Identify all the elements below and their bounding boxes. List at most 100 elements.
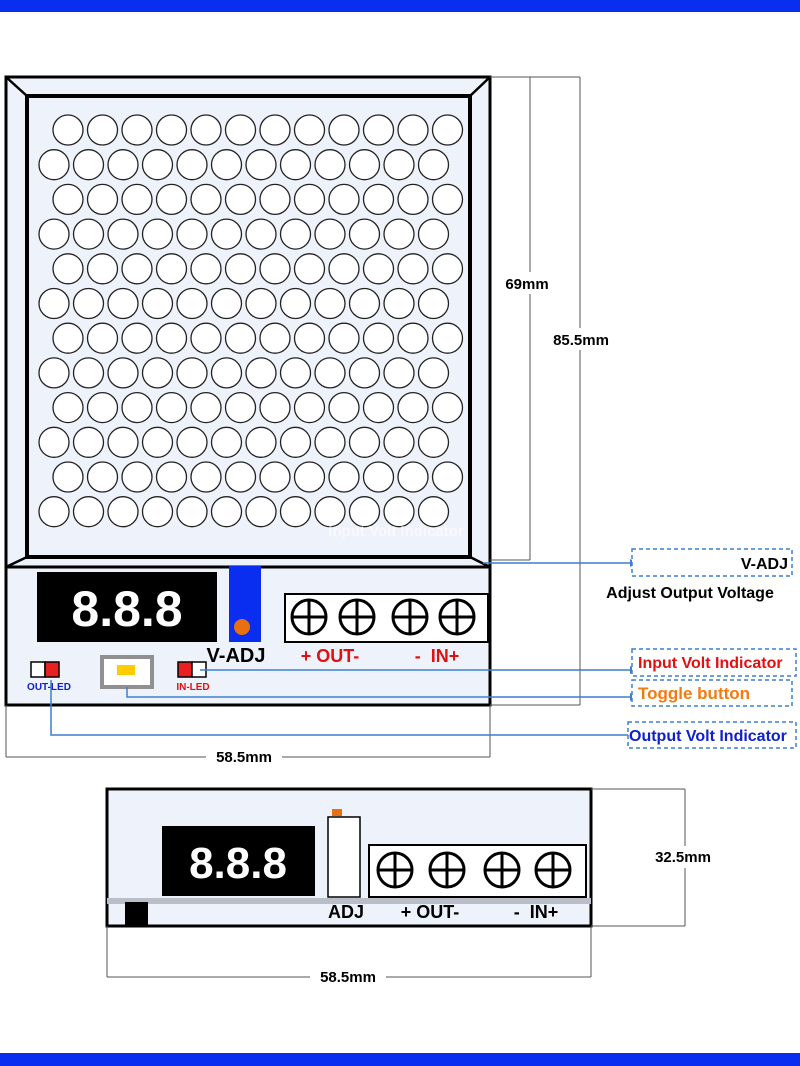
vent-holes	[38, 114, 464, 528]
vent-hole	[383, 218, 415, 250]
vent-hole	[176, 218, 208, 250]
callout-input-box	[631, 648, 797, 677]
callout-leaders	[50, 562, 630, 736]
vent-hole	[417, 357, 450, 389]
vent-hole	[314, 496, 346, 528]
vent-hole	[397, 253, 429, 285]
vent-hole	[348, 149, 381, 181]
vent-hole	[210, 426, 243, 458]
vent-hole	[72, 426, 105, 458]
vent-hole	[176, 426, 208, 458]
vent-hole	[141, 426, 174, 458]
vent-hole	[224, 114, 257, 146]
vent-hole	[190, 461, 222, 493]
vent-hole	[397, 183, 429, 216]
callout-vadj-text: V-ADJ	[741, 556, 788, 573]
vent-hole	[348, 496, 381, 528]
dim-58-5mm-front: 58.5mm	[216, 749, 272, 766]
front-in-terminal-label: - IN+	[415, 646, 460, 666]
front-view: 8.8.8 V-ADJ + OUT- - IN+ OUT-LED IN-LED …	[4, 75, 492, 707]
vent-hole	[190, 114, 222, 146]
out-led-red	[44, 661, 60, 678]
vent-hole	[176, 149, 208, 181]
vent-hole	[176, 496, 208, 528]
vent-hole	[155, 391, 188, 424]
vent-hole	[52, 391, 84, 424]
side-adj-potentiometer[interactable]	[327, 816, 361, 898]
vent-hole	[224, 322, 257, 354]
vent-hole	[176, 357, 208, 389]
vent-hole	[52, 322, 84, 354]
toggle-indicator	[117, 665, 135, 675]
vent-hole	[314, 357, 346, 389]
vent-hole	[362, 322, 395, 354]
vent-hole	[348, 218, 381, 250]
vent-hole	[210, 218, 243, 250]
vent-hole	[328, 461, 360, 493]
vent-hole	[279, 426, 312, 458]
vent-hole	[38, 149, 70, 181]
vent-hole	[210, 496, 243, 528]
vent-hole	[72, 149, 105, 181]
vent-hole	[210, 357, 243, 389]
vent-hole	[52, 114, 84, 146]
vent-hole	[417, 426, 450, 458]
screw-icon	[428, 851, 466, 889]
vent-hole	[245, 496, 277, 528]
vent-hole	[348, 426, 381, 458]
side-base-strip	[107, 898, 591, 904]
side-pot-knob-icon	[332, 809, 342, 816]
vent-hole	[383, 426, 415, 458]
side-display-digits: 8.8.8	[189, 839, 287, 888]
screw-icon	[338, 598, 376, 636]
vent-hole	[155, 322, 188, 354]
vent-hole	[279, 357, 312, 389]
vent-hole	[348, 287, 381, 320]
vent-hole	[121, 391, 153, 424]
bevel-tr	[469, 76, 491, 97]
vent-hole	[314, 287, 346, 320]
vent-hole	[107, 287, 139, 320]
dim-85-bg	[544, 328, 618, 350]
vent-hole	[328, 391, 360, 424]
vent-hole	[224, 461, 257, 493]
vent-hole	[190, 322, 222, 354]
vent-hole	[245, 357, 277, 389]
in-led-red	[177, 661, 193, 678]
side-pot-label: ADJ	[328, 902, 364, 922]
dim-58-bg	[206, 747, 282, 767]
vent-hole	[224, 253, 257, 285]
vent-hole	[397, 391, 429, 424]
vent-hole	[279, 496, 312, 528]
vent-hole	[431, 253, 464, 285]
vent-hole	[328, 183, 360, 216]
vent-hole	[38, 357, 70, 389]
dim-85-5mm: 85.5mm	[553, 332, 609, 349]
vent-hole	[431, 461, 464, 493]
vent-hole	[279, 218, 312, 250]
callout-toggle-text: Toggle button	[638, 684, 750, 703]
vent-hole	[293, 391, 326, 424]
vent-hole	[383, 287, 415, 320]
vent-hole	[245, 287, 277, 320]
vent-hole	[86, 114, 119, 146]
out-led	[30, 661, 46, 678]
vent-hole	[38, 287, 70, 320]
vent-hole	[52, 253, 84, 285]
dim-32-5mm: 32.5mm	[655, 849, 711, 866]
vent-hole	[397, 114, 429, 146]
vent-hole	[52, 461, 84, 493]
vent-hole	[259, 183, 291, 216]
bevel-bl	[5, 555, 28, 569]
vent-hole	[431, 391, 464, 424]
vent-hole	[224, 391, 257, 424]
vent-hole	[121, 322, 153, 354]
vent-hole	[417, 149, 450, 181]
side-in-terminal-label: - IN+	[514, 902, 559, 922]
vent-hole	[293, 322, 326, 354]
vent-hole	[141, 218, 174, 250]
vent-hole	[259, 253, 291, 285]
vent-hole	[314, 218, 346, 250]
vent-hole	[245, 218, 277, 250]
